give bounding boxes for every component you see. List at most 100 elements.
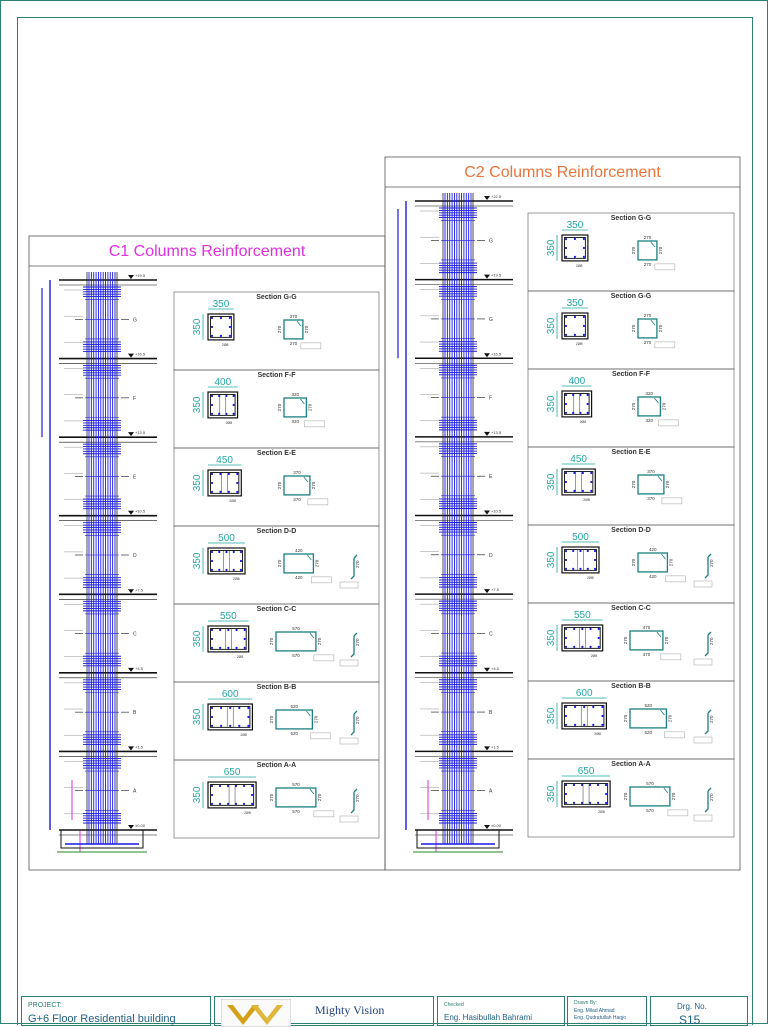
rebar-dot xyxy=(581,627,584,631)
level-marker-icon xyxy=(128,589,134,594)
rebar-dot xyxy=(588,801,592,805)
stirrup-width-label: 320 xyxy=(645,418,653,423)
rebar-dot xyxy=(564,549,568,553)
rebar-dot xyxy=(582,246,586,250)
length-tag xyxy=(658,419,679,427)
length-tag xyxy=(339,815,359,823)
section-depth-label: 350 xyxy=(546,785,557,802)
rebar-dot xyxy=(590,489,593,492)
rebar-dot xyxy=(232,568,235,572)
section-note: 2Ø8 xyxy=(587,576,594,580)
level-label: +16.5 xyxy=(491,351,502,356)
section-width-label: 600 xyxy=(222,689,239,700)
section-depth-label: 350 xyxy=(192,708,203,725)
rebar-dot xyxy=(593,549,597,553)
rebar-dot xyxy=(586,402,589,406)
main-stirrup xyxy=(210,550,243,572)
rebar-dot xyxy=(210,784,214,788)
section-outline xyxy=(207,469,242,497)
stirrup-width-label: 270 xyxy=(644,313,652,318)
stirrup-width-label: 470 xyxy=(643,625,651,630)
stirrup-width-label: 520 xyxy=(290,731,298,736)
section-note: 2Ø8 xyxy=(576,342,583,346)
drawn-by-1: Eng. Milad Ahmad xyxy=(574,1008,615,1014)
rebar-dot xyxy=(564,801,568,805)
level-marker-icon xyxy=(128,667,134,672)
main-stirrup xyxy=(210,316,232,338)
stirrup-width-label: 570 xyxy=(646,808,654,813)
stirrup-height-label: 270 xyxy=(277,403,282,411)
section-outline xyxy=(207,391,239,419)
stirrup-shape xyxy=(637,552,669,573)
stirrup-width-label: 570 xyxy=(292,626,300,631)
length-tag xyxy=(307,498,329,506)
engineer-name: Eng. Hasibullah Bahrami xyxy=(444,1013,533,1022)
main-stirrup xyxy=(210,628,247,650)
rebar-dot xyxy=(564,255,568,258)
section-width-label: 500 xyxy=(572,532,589,543)
rebar-dot xyxy=(210,559,214,563)
stirrup-shape xyxy=(283,475,311,496)
rebar-dot xyxy=(589,645,592,649)
rebar-dot xyxy=(251,802,254,806)
section-note: 2Ø8 xyxy=(229,499,236,503)
tie-hook-label: 270 xyxy=(355,794,360,802)
rebar-dot xyxy=(210,793,214,797)
section-depth-label: 350 xyxy=(192,318,203,335)
rebar-dot xyxy=(210,724,214,728)
rebar-dot xyxy=(573,489,576,492)
section-width-label: 350 xyxy=(213,299,230,310)
stirrup-width-label: 320 xyxy=(291,392,299,397)
main-stirrup xyxy=(564,237,586,259)
rebar-dot xyxy=(573,255,577,258)
rebar-dot xyxy=(219,334,223,337)
stirrup-shape xyxy=(283,397,308,418)
rebar-dot xyxy=(227,472,230,476)
stirrup-width-label: 570 xyxy=(292,653,300,658)
section-outline xyxy=(207,313,235,341)
rebar-dot xyxy=(564,315,568,319)
rebar-dot xyxy=(564,723,568,727)
rebar-dot xyxy=(219,490,222,493)
rebar-dot xyxy=(228,334,231,337)
rebar-dot xyxy=(218,550,221,554)
column-panel-1: C1 Columns Reinforcement+19.5+16.5+13.5+… xyxy=(28,235,386,871)
rebar-dot xyxy=(239,550,243,554)
stirrup-height-label: 270 xyxy=(317,793,322,801)
rebar-dot xyxy=(581,489,584,492)
drawn-label: Drawn By: xyxy=(574,1000,598,1006)
level-label: +19.5 xyxy=(135,273,146,278)
logo-cell: Mighty Vision xyxy=(214,996,434,1027)
stirrup-width-label: 270 xyxy=(644,235,652,240)
stirrup-hook xyxy=(650,319,656,326)
section-depth-label: 350 xyxy=(546,629,557,646)
section-cut-letter: A xyxy=(133,789,137,795)
section-width-label: 650 xyxy=(578,766,595,777)
title-block: PROJECT: G+6 Floor Residential building … xyxy=(17,994,751,1027)
rebar-dot xyxy=(588,783,592,787)
section-depth-label: 350 xyxy=(192,552,203,569)
level-marker-icon xyxy=(484,274,490,279)
rebar-dot xyxy=(564,645,568,649)
rebar-dot xyxy=(564,636,568,640)
rebar-dot xyxy=(227,628,230,632)
level-label: ±0.00 xyxy=(135,823,146,828)
checked-label: Checked xyxy=(444,1002,464,1008)
rebar-dot xyxy=(580,783,584,787)
section-depth-label: 350 xyxy=(546,473,557,490)
section-width-label: 450 xyxy=(570,454,587,465)
section-note: 2Ø8 xyxy=(226,421,233,425)
stirrup-height-label: 270 xyxy=(304,325,309,333)
stirrup-height-label: 270 xyxy=(623,792,628,800)
section-width-label: 400 xyxy=(214,377,231,388)
panel-title: C1 Columns Reinforcement xyxy=(109,243,306,260)
main-stirrup xyxy=(210,706,251,728)
level-marker-icon xyxy=(484,196,490,200)
rebar-dot xyxy=(579,549,582,553)
section-width-label: 550 xyxy=(220,611,237,622)
stirrup-height-label: 270 xyxy=(307,403,312,411)
section-cut-letter: B xyxy=(133,710,137,716)
